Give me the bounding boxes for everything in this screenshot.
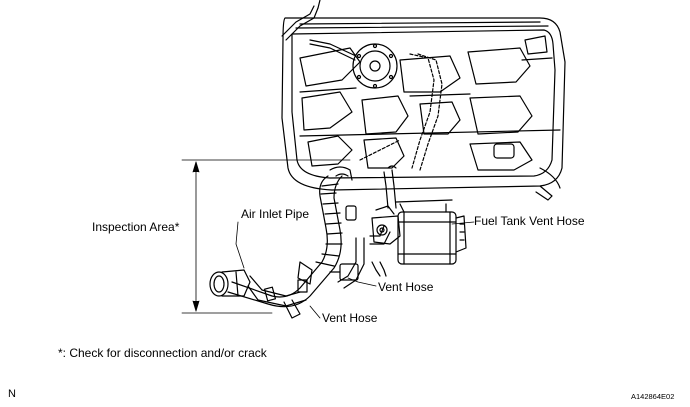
leader-lines <box>235 221 475 319</box>
figure-code: A142864E02 <box>631 392 675 401</box>
fuel-tank <box>281 0 566 201</box>
inspection-area-dimension <box>181 159 351 314</box>
charcoal-canister <box>371 199 467 265</box>
fuel-tank-vent-hose-label: Fuel Tank Vent Hose <box>474 214 585 228</box>
footnote: *: Check for disconnection and/or crack <box>58 346 267 360</box>
air-inlet-pipe <box>209 166 353 319</box>
vent-hose-label-right: Vent Hose <box>378 280 434 294</box>
inspection-area-label: Inspection Area* <box>92 220 180 234</box>
orientation-mark: N <box>8 388 16 400</box>
vent-hose-label-bottom: Vent Hose <box>322 311 378 325</box>
vent-hoses <box>329 165 397 289</box>
air-inlet-pipe-label: Air Inlet Pipe <box>241 207 310 221</box>
